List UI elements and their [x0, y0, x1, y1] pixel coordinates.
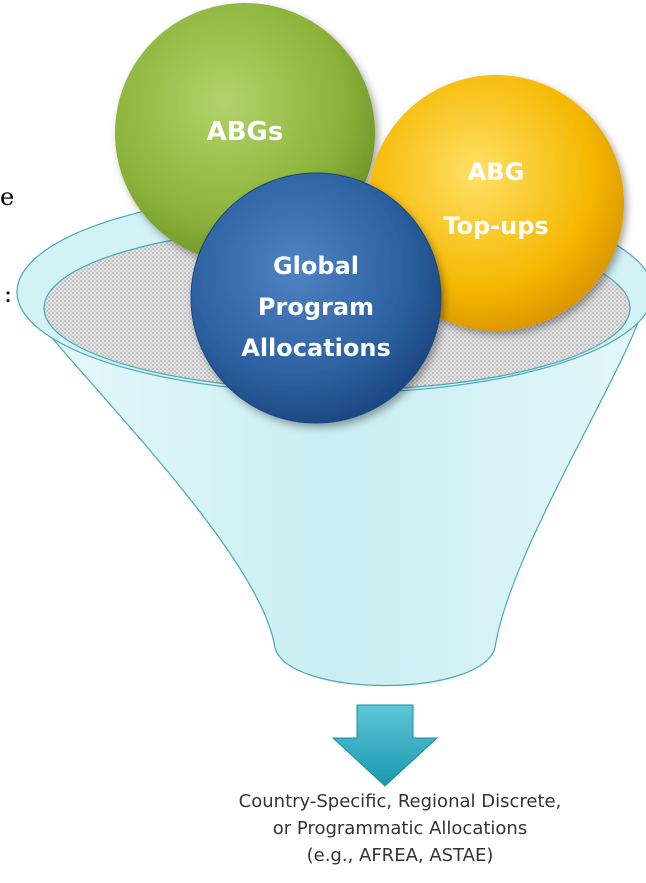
down-arrow-icon [331, 704, 439, 787]
caption: Country-Specific, Regional Discrete, or … [200, 788, 600, 869]
edge-text-fragment-bottom: : [4, 280, 13, 308]
edge-text-fragment-top: e [0, 183, 15, 211]
abg-topups-label-line2: Top-ups [443, 212, 548, 240]
global-program-label-line3: Allocations [241, 334, 391, 362]
global-program-circle [190, 172, 442, 424]
caption-line-1: Country-Specific, Regional Discrete, [238, 791, 562, 812]
caption-line-2: or Programmatic Allocations [272, 818, 528, 839]
global-program-label-line1: Global [273, 252, 359, 280]
abg-topups-label-line1: ABG [468, 158, 525, 186]
global-program-label-line2: Program [258, 293, 374, 321]
funnel-body [17, 291, 646, 687]
caption-line-3: (e.g., AFREA, ASTAE) [306, 845, 494, 866]
abgs-label: ABGs [207, 117, 284, 147]
